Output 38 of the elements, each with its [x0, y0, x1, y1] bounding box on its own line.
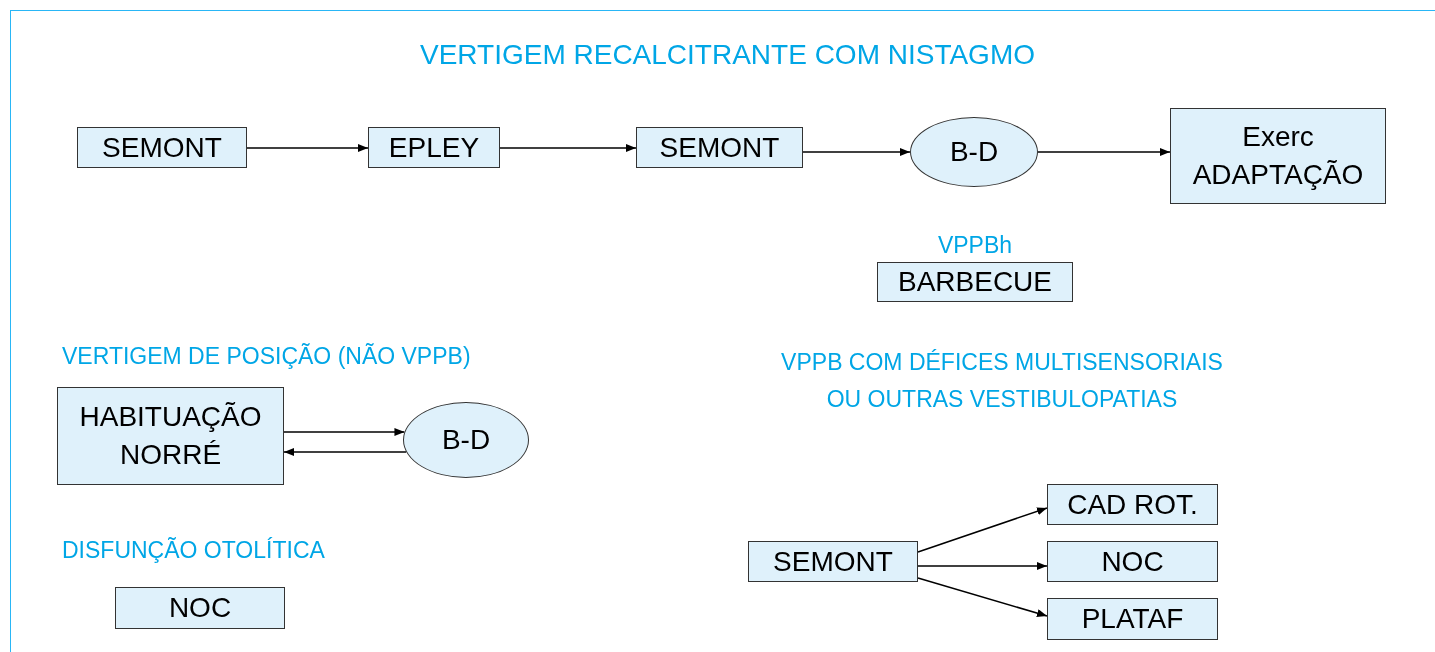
process-box — [1047, 541, 1218, 582]
node-label: SEMONT — [773, 544, 893, 579]
process-box — [57, 387, 284, 485]
arrow — [917, 562, 1048, 570]
node-label: EPLEY — [388, 130, 480, 165]
arrow — [246, 144, 369, 152]
node-label: NOC — [1101, 544, 1164, 579]
node-label: SEMONT — [659, 130, 780, 165]
process-box — [77, 127, 247, 168]
node-label: BARBECUE — [897, 265, 1052, 299]
process-box — [1047, 598, 1218, 640]
arrow — [499, 144, 637, 152]
node-label: CAD ROT. — [1067, 487, 1198, 522]
node-heading: VPPBh — [936, 231, 1014, 260]
node-label: SEMONT — [102, 130, 222, 165]
node-label: HABITUAÇÃO NORRÉ — [78, 400, 263, 472]
arrow — [917, 577, 1048, 617]
process-box — [748, 541, 918, 582]
arrow — [283, 448, 407, 456]
arrow — [283, 428, 406, 436]
section-heading: VPPB COM DÉFICES MULTISENSORIAIS OU OUTRAS VESTIBULOPATIAS — [780, 348, 1224, 414]
process-box — [636, 127, 803, 168]
section-heading: DISFUNÇÃO OTOLÍTICA — [62, 536, 326, 565]
arrow — [1037, 148, 1171, 156]
node-label: B-D — [949, 135, 999, 169]
process-box — [1047, 484, 1218, 525]
process-box — [368, 127, 500, 168]
node-label: B-D — [441, 423, 491, 457]
node-label: NOC — [168, 591, 232, 625]
process-box — [877, 262, 1073, 302]
diagram-title: VERTIGEM RECALCITRANTE COM NISTAGMO — [419, 38, 1036, 72]
node-label: PLATAF — [1081, 602, 1184, 636]
arrow — [802, 148, 911, 156]
node-label: Exerc ADAPTAÇÃO — [1191, 120, 1365, 192]
process-box — [1170, 108, 1386, 204]
arrow — [917, 507, 1048, 553]
section-heading: VERTIGEM DE POSIÇÃO (NÃO VPPB) — [62, 342, 472, 371]
process-box — [115, 587, 285, 629]
